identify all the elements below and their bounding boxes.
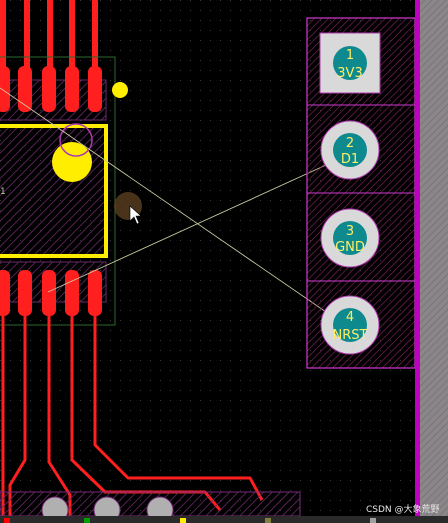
- chip-pin1-marker: [52, 142, 92, 182]
- layer-status-bar: [0, 516, 448, 523]
- board-edge: [415, 0, 420, 523]
- pin-net-label: NRST: [333, 328, 368, 343]
- pin-3[interactable]: 3 GND: [320, 208, 380, 268]
- watermark: CSDN @大象荒野: [366, 505, 440, 515]
- pin-1[interactable]: 1 3V3: [319, 32, 381, 94]
- pin-number: 1: [346, 48, 354, 63]
- chip-silkscreen-outline: [0, 124, 108, 258]
- ratsnest-lines: [0, 87, 349, 326]
- layer-swatch-mechanical[interactable]: [265, 518, 271, 523]
- chip-pin1-ring: [59, 123, 93, 157]
- layer-swatch-top[interactable]: [4, 518, 10, 523]
- pin-4[interactable]: 4 NRST: [320, 295, 380, 355]
- pin-net-label: 3V3: [337, 66, 362, 81]
- pin-number: 2: [346, 136, 354, 151]
- pin-net-label: D1: [341, 152, 359, 167]
- silkscreen-dot: [112, 82, 128, 98]
- pin-number: 3: [346, 224, 354, 239]
- chip-bottom-pads: [0, 261, 107, 316]
- pin-number: 4: [346, 310, 354, 325]
- layer-swatch-drill[interactable]: [370, 518, 376, 523]
- pin-net-label: GND: [335, 240, 365, 255]
- mouse-cursor-icon: [129, 205, 142, 225]
- chip-body-label: 1: [0, 187, 6, 197]
- chip-courtyard: [0, 56, 116, 326]
- pin-2[interactable]: 2 D1: [320, 120, 380, 180]
- layer-swatch-silkscreen[interactable]: [180, 518, 186, 523]
- chip-body: [0, 125, 107, 257]
- layer-swatch-bottom[interactable]: [84, 518, 90, 523]
